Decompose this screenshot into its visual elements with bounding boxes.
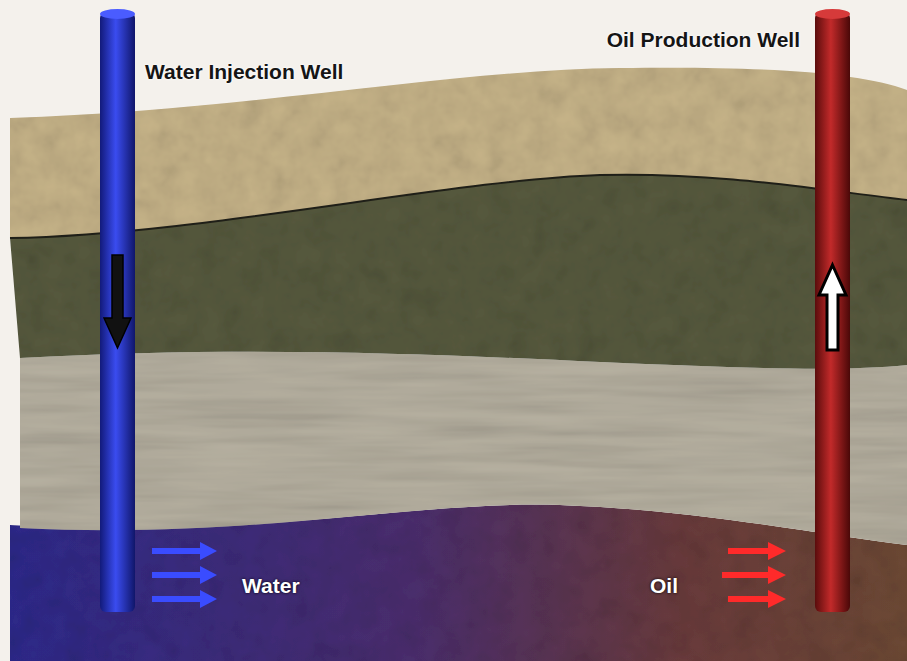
- water-flow-arrows: [152, 542, 217, 608]
- production-well-pipe: [815, 12, 850, 612]
- oil-flow-arrows: [722, 542, 786, 608]
- pipe-top: [815, 9, 850, 19]
- well-label: Oil Production Well: [607, 28, 800, 51]
- down-arrow: [104, 255, 131, 348]
- pipe-top: [100, 9, 135, 19]
- rock-layer: [20, 352, 907, 545]
- fluid-label: Water: [242, 574, 300, 597]
- fluid-label: Oil: [650, 574, 678, 597]
- layer-boundary: [10, 175, 907, 238]
- injection-well-pipe: [100, 12, 135, 612]
- soil-layer: [10, 68, 907, 238]
- up-arrow: [819, 265, 846, 350]
- well-label: Water Injection Well: [145, 60, 343, 83]
